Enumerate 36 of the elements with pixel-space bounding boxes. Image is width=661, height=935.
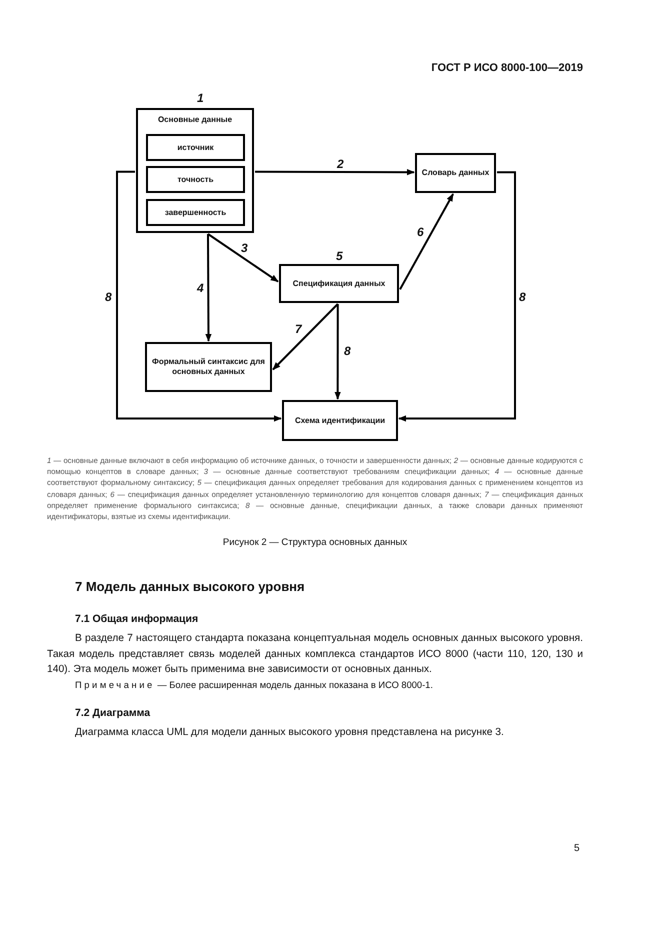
- note: Примечание — Более расширенная модель данных показана в ИСО 8000-1.: [75, 680, 433, 690]
- process-box: Схема идентификации: [282, 400, 398, 441]
- arrow: [255, 168, 415, 176]
- edge-label: 6: [416, 226, 425, 238]
- paragraph: Диаграмма класса UML для модели данных высокого уровня представлена на рисунке 3.: [75, 727, 504, 738]
- process-box: Спецификация данных: [279, 264, 399, 303]
- process-box: Словарь данных: [415, 153, 496, 193]
- process-box: источник: [146, 134, 245, 161]
- edge-label: 2: [336, 158, 345, 170]
- process-box: Формальный синтаксис для основных данных: [145, 342, 272, 392]
- subsection-heading: 7.1 Общая информация: [75, 613, 198, 625]
- page-number: 5: [574, 843, 580, 854]
- edge-label: 8: [104, 291, 113, 303]
- edge-label: 3: [240, 242, 249, 254]
- paragraph: В разделе 7 настоящего стандарта показана концептуальная модель основных данных высокого уровня. Такая модель представляет связь моделей данных комплекса стандартов ИСО 8000 (части 110, 120, 130 и 140). Эта модель может быть применима вне зависимости от основных данных.: [47, 632, 583, 677]
- subsection-heading: 7.2 Диаграмма: [75, 707, 150, 719]
- edge-label: 8: [518, 291, 527, 303]
- node-number: 1: [196, 92, 205, 104]
- process-box: точность: [146, 166, 245, 193]
- arrow: [116, 170, 282, 422]
- process-box: завершенность: [146, 199, 245, 226]
- section-heading: 7 Модель данных высокого уровня: [75, 579, 305, 594]
- arrow: [205, 234, 212, 342]
- arrow: [207, 233, 279, 282]
- node-number: 5: [335, 250, 344, 262]
- page-header: ГОСТ Р ИСО 8000-100—2019: [430, 62, 583, 74]
- edge-label: 4: [196, 282, 205, 294]
- arrow: [399, 193, 454, 290]
- edge-label: 8: [343, 345, 352, 357]
- figure-caption: Рисунок 2 — Структура основных данных: [222, 537, 408, 548]
- arrow: [334, 304, 341, 400]
- edge-label: 7: [294, 323, 303, 335]
- arrow: [398, 171, 516, 422]
- arrow: [272, 303, 339, 370]
- box-title: Основные данные: [156, 115, 234, 125]
- group-box: [136, 108, 254, 233]
